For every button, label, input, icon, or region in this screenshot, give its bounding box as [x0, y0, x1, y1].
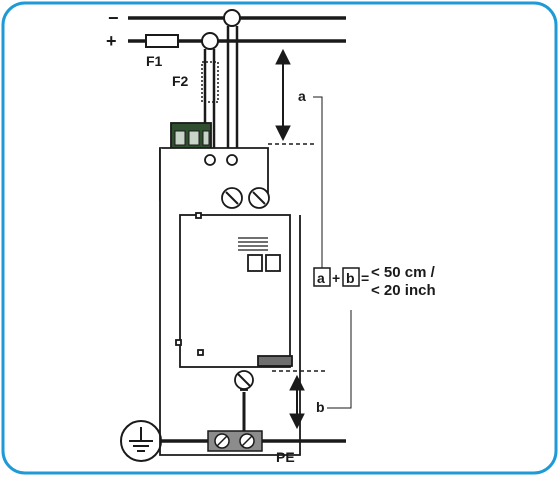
dimension-b-label: b: [316, 399, 325, 415]
dimension-a-label: a: [298, 88, 306, 104]
fuse-f2-label: F2: [172, 73, 189, 89]
fuse-f2-icon: [201, 61, 219, 103]
leader-a: [313, 96, 323, 268]
formula-a-label: a: [317, 270, 325, 286]
fuse-f1-label: F1: [146, 53, 163, 69]
minus-label: −: [108, 8, 119, 28]
formula-b-label: b: [346, 270, 355, 286]
formula-b-box: [342, 267, 360, 287]
plus-junction: [201, 32, 219, 50]
pe-terminal-block: [207, 430, 263, 452]
formula-plus: +: [332, 270, 340, 286]
status-window-right: [265, 254, 281, 272]
pe-label: PE: [276, 449, 295, 465]
formula-equals: =: [361, 270, 369, 286]
plus-label: +: [106, 31, 117, 51]
plug-in-module: [179, 214, 291, 368]
dimension-b: [272, 370, 326, 430]
limit-imperial: < 20 inch: [371, 282, 436, 299]
status-window-left: [247, 254, 263, 272]
surge-protective-device: [159, 122, 301, 456]
double-arrow-icon: [275, 48, 291, 65]
minus-junction: [223, 9, 241, 27]
module-cap: [257, 355, 293, 367]
formula-a-box: [313, 267, 331, 287]
limit-metric: < 50 cm /: [371, 264, 436, 281]
dimension-a: [268, 48, 314, 145]
leader-b: [327, 310, 352, 409]
fuse-f1-icon: [145, 34, 179, 48]
